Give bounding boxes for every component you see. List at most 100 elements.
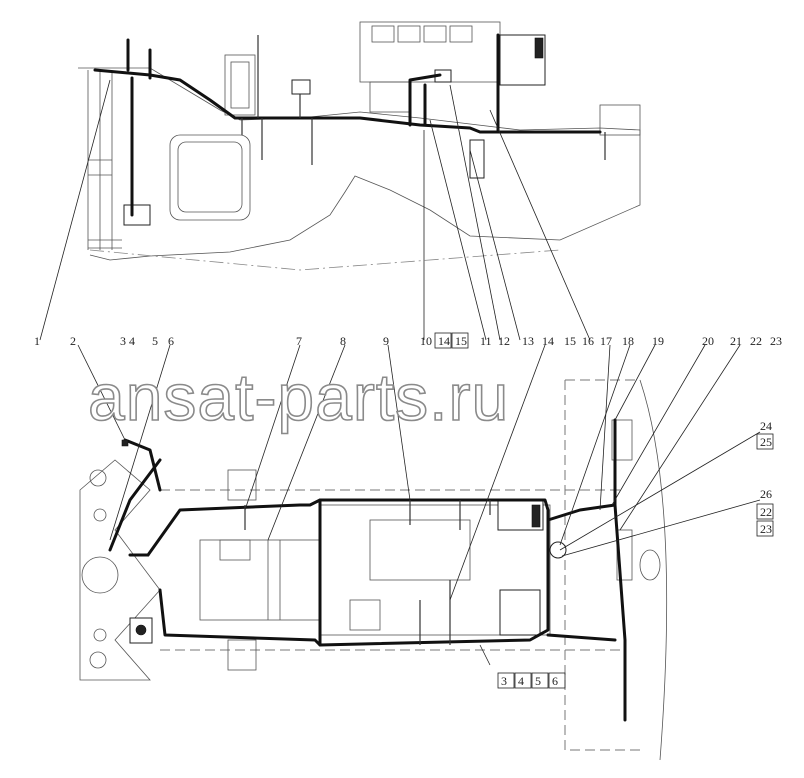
plan-branches xyxy=(244,500,491,645)
callout-11: 11 xyxy=(480,334,492,348)
top-leaders xyxy=(39,79,591,341)
front-wheel-hub-bottom xyxy=(89,651,107,669)
leader-17 xyxy=(599,344,611,511)
callout-15: 15 xyxy=(564,334,576,348)
callout-12: 12 xyxy=(498,334,510,348)
steps xyxy=(88,159,122,249)
callout-18: 18 xyxy=(622,334,634,348)
callout-bottom-3-box xyxy=(497,672,515,689)
callout-17: 17 xyxy=(600,334,612,348)
callout-8: 8 xyxy=(340,334,346,348)
engine-cover-2 xyxy=(397,25,421,43)
front-pivot xyxy=(81,556,119,594)
top-box-left xyxy=(227,469,257,501)
callout-20: 20 xyxy=(702,334,714,348)
callout-19: 19 xyxy=(652,334,664,348)
callout-3-4: 3 4 xyxy=(120,334,135,348)
callout-22: 22 xyxy=(750,334,762,348)
callout-15-boxed: 15 xyxy=(455,334,467,348)
rear-wheel-outline xyxy=(639,549,661,581)
plan-main-harness xyxy=(146,498,550,647)
callout-5: 5 xyxy=(152,334,158,348)
plan-leaders xyxy=(77,344,761,666)
side-view-body-outline xyxy=(78,67,641,261)
callout-bottom-6-box xyxy=(548,672,566,689)
callout-16: 16 xyxy=(582,334,594,348)
cab-window xyxy=(169,134,251,221)
callout-7: 7 xyxy=(296,334,302,348)
plan-view xyxy=(79,379,668,761)
side-view-branch-2 xyxy=(257,35,301,118)
watermark: ansat-parts.ru xyxy=(88,360,509,434)
callout-labels: 1 2 3 4 5 6 7 8 9 10 14 15 11 12 13 14 1… xyxy=(34,332,782,689)
callout-bottom-3: 3 xyxy=(501,674,507,688)
side-panel xyxy=(224,54,256,116)
rear-tank xyxy=(616,529,633,581)
callout-21: 21 xyxy=(730,334,742,348)
leader-20 xyxy=(611,344,706,506)
leader-21 xyxy=(619,344,741,531)
leader-8 xyxy=(267,344,346,541)
leader-7 xyxy=(244,344,301,511)
relay-box xyxy=(291,79,311,95)
callout-bottom-6: 6 xyxy=(552,674,558,688)
callout-13: 13 xyxy=(522,334,534,348)
front-wheel-hub-bottom-2 xyxy=(93,628,107,642)
callout-25-box xyxy=(756,433,774,450)
leader-3-6 xyxy=(109,344,171,541)
battery-terminal xyxy=(531,504,541,528)
leader-11 xyxy=(429,119,487,341)
plan-rear-harness xyxy=(546,418,627,722)
front-motor-shaft xyxy=(135,624,147,636)
cab-dash xyxy=(267,540,281,620)
callout-23: 23 xyxy=(770,334,782,348)
leader-bottom xyxy=(479,644,491,666)
callout-26: 26 xyxy=(760,487,772,501)
engine-sump xyxy=(369,81,411,113)
callout-bottom-5: 5 xyxy=(535,674,541,688)
callout-22-box xyxy=(756,503,774,520)
side-view-harness-up xyxy=(126,38,152,80)
callout-14-boxed: 14 xyxy=(438,334,450,348)
callout-9: 9 xyxy=(383,334,389,348)
side-view-branch-1 xyxy=(241,118,606,165)
engine-cover-1 xyxy=(371,25,395,43)
rear-box xyxy=(599,104,641,136)
engine-cover-4 xyxy=(449,25,473,43)
radiator-core xyxy=(534,37,544,59)
side-view-centerline xyxy=(89,249,561,271)
leader-9 xyxy=(387,344,411,501)
front-wheel-hub-left xyxy=(93,508,107,522)
seat xyxy=(219,539,251,561)
rear-outline xyxy=(564,379,640,751)
front-wheel-hub-top xyxy=(89,469,107,487)
callout-15-box xyxy=(451,332,469,349)
plan-front-branch xyxy=(108,458,162,557)
leader-24 xyxy=(559,431,761,551)
starter-motor xyxy=(123,204,151,226)
callout-bottom-4: 4 xyxy=(518,674,524,688)
callout-22-boxed: 22 xyxy=(760,505,772,519)
cab-window-inner xyxy=(177,141,243,213)
callout-bottom-4-box xyxy=(514,672,532,689)
callout-25: 25 xyxy=(760,435,772,449)
far-right-curve xyxy=(639,379,668,761)
rear-relay xyxy=(549,541,567,559)
leader-26 xyxy=(561,499,761,557)
callout-23-boxed: 23 xyxy=(760,522,772,536)
plan-wire-2 xyxy=(123,438,162,492)
callout-bottom-5-box xyxy=(531,672,549,689)
engine-block xyxy=(359,21,501,83)
callout-14-box xyxy=(434,332,452,349)
leader-13 xyxy=(469,149,521,341)
engine-plan-sump xyxy=(349,599,381,631)
leader-12 xyxy=(449,84,501,341)
bottom-box-left xyxy=(227,639,257,671)
cab-floor xyxy=(199,539,321,621)
leader-16 xyxy=(489,109,591,341)
side-panel-inner xyxy=(230,61,250,109)
leader-19 xyxy=(614,344,656,421)
callout-24: 24 xyxy=(760,419,772,433)
rear-fender xyxy=(611,419,633,461)
